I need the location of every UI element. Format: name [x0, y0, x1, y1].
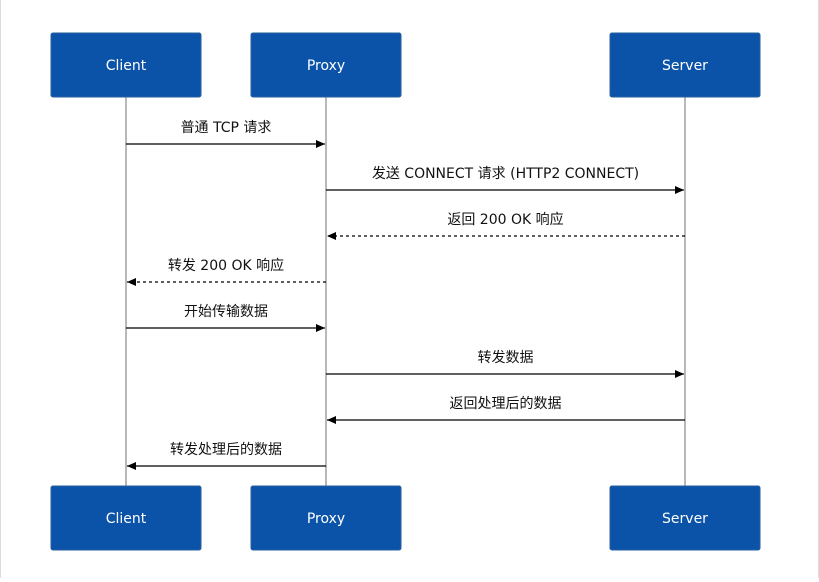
actor-box [609, 485, 761, 551]
message-2: 发送 CONNECT 请求 (HTTP2 CONNECT) [326, 166, 684, 194]
left-border [0, 0, 1, 578]
message-label: 转发数据 [478, 350, 534, 366]
message-7: 返回处理后的数据 [327, 396, 685, 424]
message-label: 返回处理后的数据 [450, 396, 562, 412]
actor-client-top: Client [50, 32, 202, 98]
message-6: 转发数据 [326, 350, 684, 378]
message-label: 转发处理后的数据 [170, 442, 282, 458]
actor-label: Server [662, 511, 708, 527]
actor-proxy-bottom: Proxy [250, 485, 402, 551]
message-label: 普通 TCP 请求 [181, 120, 272, 136]
actor-box [50, 485, 202, 551]
actors-bottom: Client Proxy Server [50, 485, 761, 551]
actor-box [609, 32, 761, 98]
actor-proxy-top: Proxy [250, 32, 402, 98]
message-3: 返回 200 OK 响应 [327, 211, 685, 240]
actor-label: Proxy [307, 58, 345, 74]
actor-label: Client [106, 58, 147, 74]
message-label: 开始传输数据 [184, 304, 268, 320]
actor-server-bottom: Server [609, 485, 761, 551]
actor-box [50, 32, 202, 98]
actor-label: Client [106, 511, 147, 527]
actor-server-top: Server [609, 32, 761, 98]
actor-label: Proxy [307, 511, 345, 527]
lifelines [125, 97, 686, 486]
actor-box [250, 485, 402, 551]
actor-client-bottom: Client [50, 485, 202, 551]
actor-label: Server [662, 58, 708, 74]
message-8: 转发处理后的数据 [127, 442, 326, 470]
message-4: 转发 200 OK 响应 [127, 257, 326, 286]
message-1: 普通 TCP 请求 [126, 120, 325, 148]
message-label: 发送 CONNECT 请求 (HTTP2 CONNECT) [372, 166, 639, 182]
message-label: 返回 200 OK 响应 [447, 211, 563, 228]
message-label: 转发 200 OK 响应 [168, 257, 284, 274]
message-5: 开始传输数据 [126, 304, 325, 332]
actors-top: Client Proxy Server [50, 32, 761, 98]
actor-box [250, 32, 402, 98]
